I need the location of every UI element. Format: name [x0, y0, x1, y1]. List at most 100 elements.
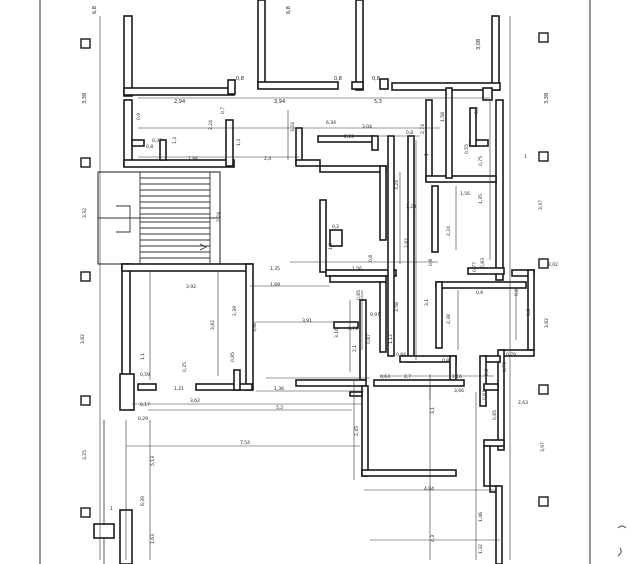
wall — [425, 175, 497, 183]
dim-label: 1,69 — [270, 282, 280, 288]
dim-label: 1 — [110, 506, 113, 512]
dim-label: 3,16 — [334, 328, 340, 338]
wall — [469, 107, 477, 147]
wall — [361, 385, 369, 477]
dim-label: 0,71 — [348, 326, 358, 332]
wall — [349, 391, 363, 397]
wall — [329, 275, 387, 283]
wall — [295, 127, 303, 165]
dim-label: 5,13 — [150, 456, 156, 466]
dim-label: 3,37 — [538, 200, 544, 210]
dim-label: 0,63 — [380, 374, 390, 380]
wall — [482, 87, 493, 101]
wall — [495, 485, 503, 564]
dim-label: 1,21 — [174, 386, 184, 392]
wall — [407, 135, 415, 363]
wall — [379, 78, 389, 90]
column-markers — [80, 32, 549, 518]
dim-label: 3,38 — [544, 93, 550, 104]
dim-label: 0,6 — [476, 290, 483, 296]
dim-label: 1,12 — [388, 334, 394, 344]
dim-label: 3,66 — [252, 322, 258, 332]
wall — [351, 81, 364, 90]
dim-label: 2,74 — [420, 124, 426, 134]
wall — [435, 281, 443, 349]
dim-label: 2,02 — [548, 262, 558, 268]
dim-label: 3,97 — [540, 442, 546, 452]
dim-label: 0,8 — [526, 309, 532, 316]
dim-label: 3,82 — [544, 318, 550, 328]
wall — [445, 87, 453, 179]
wall — [295, 159, 321, 167]
wall — [257, 81, 339, 90]
dim-label: 0,8 — [442, 358, 449, 364]
dim-label: 3,24 — [394, 180, 400, 190]
dim-label: 3,82 — [210, 320, 216, 330]
wall — [483, 383, 499, 391]
wall — [123, 99, 133, 167]
dim-label: 6,39 — [140, 496, 146, 506]
wall — [435, 281, 527, 289]
dim-label: 6,34 — [326, 120, 336, 126]
wall — [483, 445, 491, 487]
dim-label: 3,62 — [190, 398, 200, 404]
dim-label: 0,8 — [428, 259, 434, 266]
dim-label: 6,8 — [92, 6, 98, 14]
dim-label: 2,16 — [452, 374, 462, 380]
dim-label: 0,94 — [396, 352, 406, 358]
dim-label: 6,8 — [286, 6, 292, 14]
wall — [329, 229, 343, 247]
dim-label: 0,85 — [230, 352, 236, 362]
dim-label: 1,58 — [440, 112, 446, 122]
dim-label: 7,54 — [240, 440, 250, 446]
dim-label: 0,5 — [474, 107, 480, 114]
dim-label: 1,1 — [140, 353, 146, 360]
dim-label: 1,3 — [236, 139, 242, 146]
dim-label: 0,17 — [140, 402, 150, 408]
column-marker — [80, 38, 91, 49]
dim-label: 1,63 — [150, 534, 156, 544]
dim-label: 1 — [424, 153, 430, 156]
column-marker — [80, 157, 91, 168]
wall — [123, 15, 133, 97]
dim-label: 2,39 — [232, 306, 238, 316]
dim-label: 0,9 — [136, 113, 142, 120]
column-marker — [538, 384, 549, 395]
dim-label: 2,7 — [404, 374, 411, 380]
dim-label: 3,94 — [274, 99, 285, 105]
wall — [225, 119, 234, 167]
dim-label: 5,2 — [276, 405, 283, 411]
wall — [355, 0, 364, 91]
dim-label: 0,8 — [334, 76, 342, 82]
wall — [483, 439, 505, 447]
dim-label: 0,2 — [332, 224, 339, 230]
wall — [373, 379, 465, 387]
column-marker — [538, 258, 549, 269]
wall — [121, 263, 253, 272]
wall — [319, 199, 327, 273]
dim-label: 0,59 — [140, 372, 150, 378]
column-marker — [80, 395, 91, 406]
dim-label: 0,8 — [406, 130, 413, 136]
dim-label: 1,35 — [270, 266, 280, 272]
dim-label: 3,82 — [80, 334, 86, 344]
wall — [257, 0, 266, 89]
dim-label: 3,91 — [302, 318, 312, 324]
dim-label: 0,79 — [506, 352, 516, 358]
dim-label: 0,85 — [356, 290, 362, 300]
dim-label: 3,1 — [430, 407, 436, 414]
wall — [491, 15, 500, 91]
dim-label: 3,32 — [82, 208, 88, 218]
column-marker — [80, 271, 91, 282]
column-marker — [538, 32, 549, 43]
wall — [371, 135, 379, 151]
dim-label: 3,58 — [394, 302, 400, 312]
dim-label: 1 — [524, 154, 527, 160]
dim-label: 2,38 — [446, 314, 452, 324]
dim-label: 0,8 — [514, 289, 520, 296]
dim-label: 3,25 — [82, 450, 88, 460]
wall — [195, 383, 253, 391]
dim-label: 1,56 — [352, 266, 362, 272]
walls — [93, 0, 535, 564]
dim-label: 2,24 — [446, 226, 452, 236]
